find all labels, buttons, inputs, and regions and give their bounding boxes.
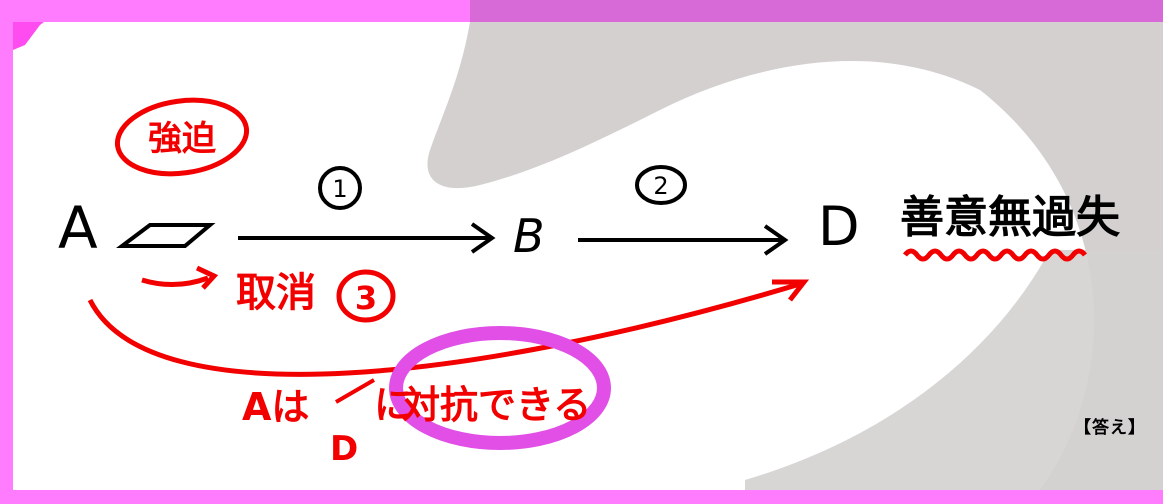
frame-top-border-shade [470,0,1163,22]
good-faith-underline [903,248,1087,262]
circle-number-1 [318,166,362,210]
rescission-arrow [141,275,209,288]
good-faith-label: 善意無過失 [900,192,1121,243]
arrow-b-to-d-head [763,224,789,256]
frame-bottom-border [0,490,1163,504]
strike-mark [334,378,376,404]
conclusion-d-label: D [330,429,358,469]
answer-label: 【答え】 [1074,418,1146,438]
circle-number-3 [336,269,396,323]
rescission-arrow-head [195,265,219,290]
arrow-a-to-b-head [470,222,496,254]
highlight-ellipse [389,326,611,450]
number-1-label: 1 [332,175,347,203]
number-3-label: 3 [355,279,377,317]
land-parcel-shape [116,223,216,248]
conclusion-can-oppose-label: 対抗できる [402,383,591,427]
node-d: D [818,195,860,258]
a-to-d-curve [87,281,801,377]
a-to-d-curve-head [772,279,810,302]
node-b: B [513,209,545,263]
conclusion-a-label: Aは [242,385,309,429]
circle-number-2 [635,165,687,205]
frame-left-border [0,0,13,504]
number-2-label: 2 [653,172,668,200]
conclusion-ni-label: に [374,383,412,427]
duress-label: 強迫 [148,119,216,159]
duress-circle [114,97,250,177]
rescission-label: 取消 [236,270,316,316]
node-a: A [58,194,98,262]
